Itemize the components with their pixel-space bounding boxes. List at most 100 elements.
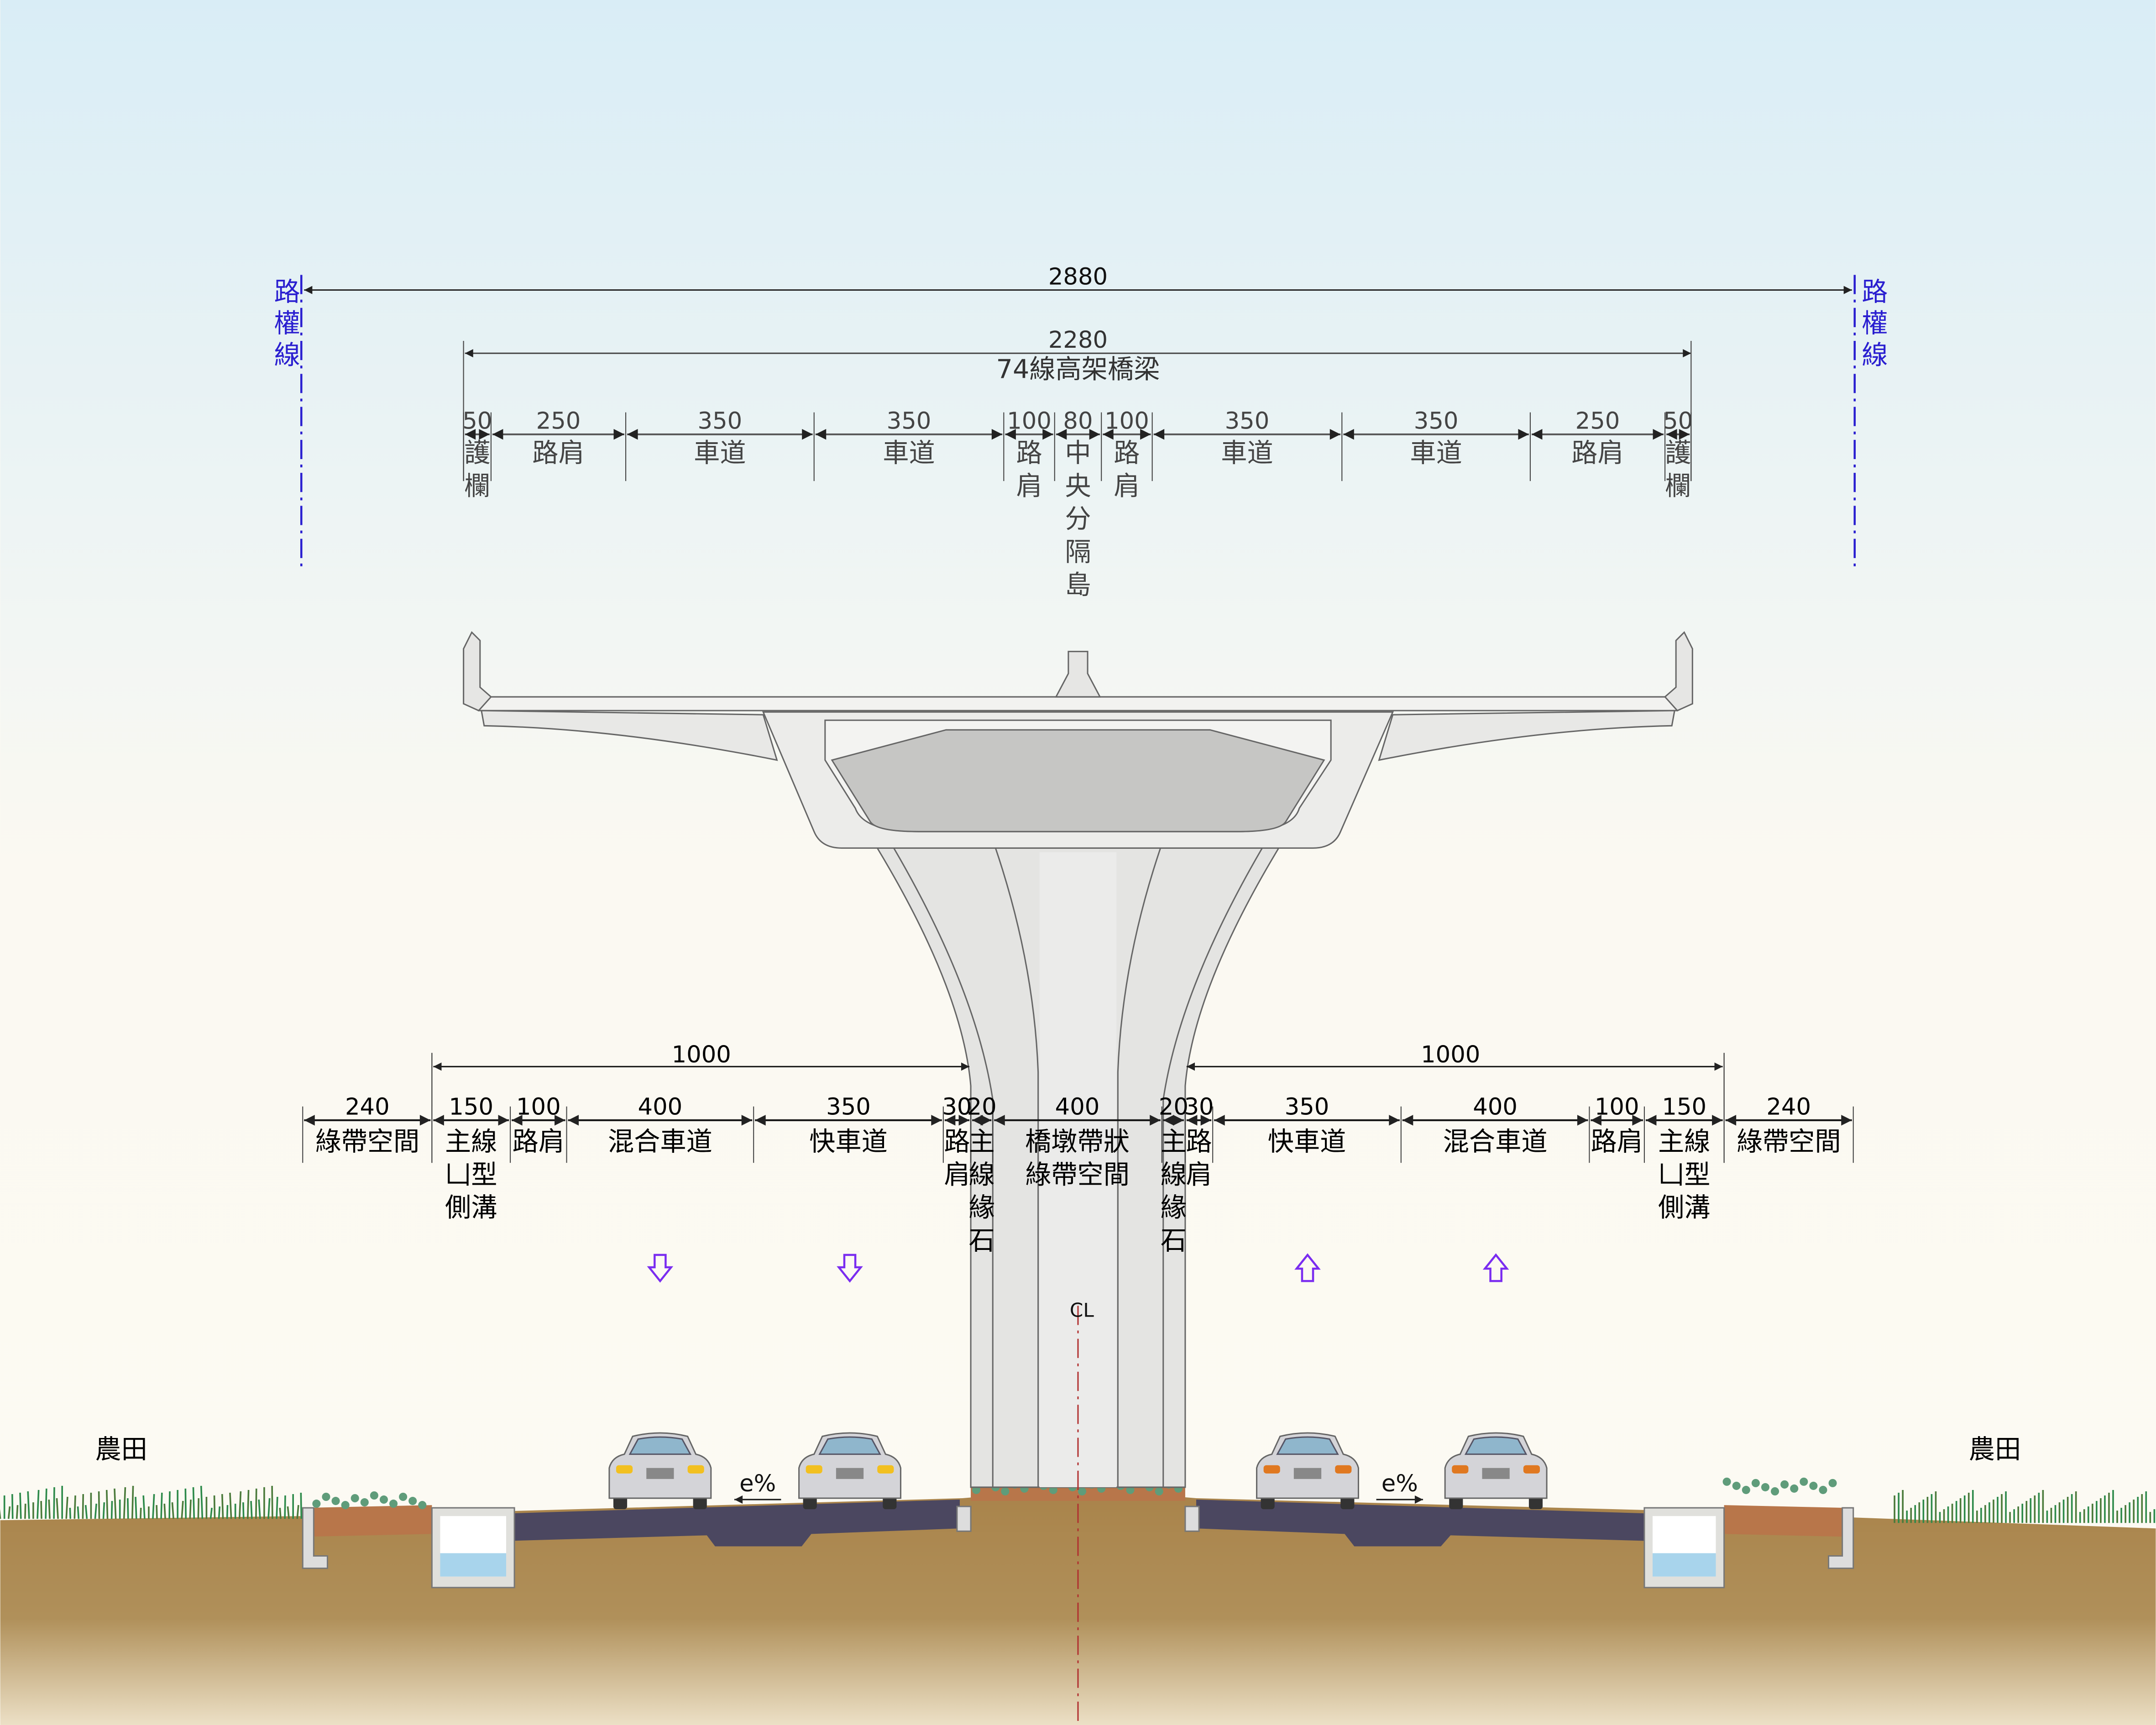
viaduct-structure xyxy=(463,631,1693,1488)
side-ditch-right xyxy=(1643,1507,1725,1589)
dimension-label: 綠帶空間 xyxy=(1025,1160,1130,1190)
dimension-label: 線 xyxy=(1161,1160,1187,1190)
dimension-segment: 100 路肩 xyxy=(1591,1093,1643,1157)
dimension-value: 30 xyxy=(942,1093,972,1121)
dimension-label: 主線 xyxy=(1658,1127,1710,1157)
dimension-label: 路肩 xyxy=(513,1127,565,1157)
row-label-right: 路權線 xyxy=(1858,277,1888,372)
dimension-label: 護 xyxy=(1665,438,1691,468)
farmland-grass xyxy=(0,1477,2156,1523)
dimension-value: 400 xyxy=(1473,1093,1518,1121)
svg-text:e%: e% xyxy=(739,1470,776,1497)
centerline-label: CL xyxy=(1070,1299,1094,1321)
farmland-label-right: 農田 xyxy=(1969,1435,2021,1465)
dimension-label: 肩 xyxy=(1186,1160,1212,1190)
total-width-value: 2880 xyxy=(1048,263,1108,290)
dimension-label: 快車道 xyxy=(1268,1127,1346,1157)
dimension-value: 250 xyxy=(1575,408,1620,435)
cars xyxy=(608,1432,1548,1510)
dimension-label: 綠帶空間 xyxy=(1737,1127,1841,1157)
dimension-value: 20 xyxy=(967,1093,997,1121)
dimension-value: 350 xyxy=(1225,408,1270,435)
right-of-way-right: 路權線 xyxy=(1853,275,1888,570)
dimension-segment: 350 快車道 xyxy=(1214,1093,1400,1157)
side-ditch-left xyxy=(431,1507,515,1589)
down-arrow-icon xyxy=(837,1254,863,1283)
dimension-segment: 350 車道 xyxy=(1153,408,1341,468)
dimension-value: 80 xyxy=(1063,408,1093,435)
ground-dimensions: 240綠帶空間150主線凵型側溝100路肩400混合車道350快車道30路肩20… xyxy=(302,1093,1854,1256)
dimension-label: 主 xyxy=(969,1127,995,1157)
right-half-width-value: 1000 xyxy=(1421,1041,1480,1068)
viaduct-title: 74線高架橋梁 xyxy=(996,354,1160,384)
dimension-value: 350 xyxy=(1285,1093,1329,1121)
pavement-right xyxy=(1196,1500,1644,1547)
car xyxy=(1256,1432,1359,1510)
dimension-value: 100 xyxy=(516,1093,561,1121)
dimension-label: 綠帶空間 xyxy=(315,1127,419,1157)
median-barrier xyxy=(1055,651,1101,698)
dimension-label: 側溝 xyxy=(445,1193,497,1223)
dimension-value: 50 xyxy=(462,408,492,435)
dimension-label: 欄 xyxy=(464,471,490,501)
dimension-label: 肩 xyxy=(944,1160,970,1190)
dimension-label: 凵型 xyxy=(445,1160,497,1190)
dimension-label: 路肩 xyxy=(1571,438,1623,468)
dimension-label: 車道 xyxy=(1410,438,1462,468)
dimension-value: 20 xyxy=(1159,1093,1188,1121)
crossfall-right: e% xyxy=(1376,1470,1423,1504)
dimension-label: 分 xyxy=(1065,504,1091,534)
left-half-width-value: 1000 xyxy=(672,1041,731,1068)
dimension-label: 混合車道 xyxy=(1443,1127,1548,1157)
green-strip-left xyxy=(305,1505,432,1537)
dimension-label: 車道 xyxy=(883,438,935,468)
farmland-label-left: 農田 xyxy=(95,1435,147,1465)
crossfall-left: e% xyxy=(734,1470,781,1504)
car xyxy=(798,1432,901,1510)
dimension-label: 路 xyxy=(944,1127,970,1157)
dimension-label: 中 xyxy=(1065,438,1091,468)
cantilever-right xyxy=(1378,710,1675,761)
barrier-left xyxy=(463,631,492,712)
dimension-segment: 250 路肩 xyxy=(1531,408,1664,468)
dimension-value: 400 xyxy=(638,1093,683,1121)
dimension-value: 240 xyxy=(345,1093,390,1121)
dimension-value: 100 xyxy=(1104,408,1149,435)
cantilever-left xyxy=(481,710,778,761)
dimension-label: 肩 xyxy=(1114,471,1140,501)
dimension-label: 橋墩帶狀 xyxy=(1025,1127,1130,1157)
dimension-label: 凵型 xyxy=(1658,1160,1710,1190)
dimension-label: 線 xyxy=(969,1160,995,1190)
dimension-segment: 240 綠帶空間 xyxy=(304,1093,431,1157)
down-arrow-icon xyxy=(647,1254,674,1283)
dimension-label: 緣 xyxy=(1161,1193,1187,1223)
dimension-value: 50 xyxy=(1663,408,1693,435)
dimension-label: 路肩 xyxy=(1591,1127,1643,1157)
curb-right-median xyxy=(1184,1505,1200,1532)
dimension-label: 車道 xyxy=(1221,438,1273,468)
curb-left-outer xyxy=(302,1507,328,1569)
curb-left-median xyxy=(956,1505,972,1532)
car xyxy=(1444,1432,1548,1510)
pavement-left xyxy=(512,1500,960,1547)
dimension-value: 400 xyxy=(1055,1093,1100,1121)
dimension-label: 隔 xyxy=(1065,537,1091,567)
dimension-value: 150 xyxy=(1662,1093,1706,1121)
green-strip-right xyxy=(1724,1505,1845,1537)
dimension-value: 100 xyxy=(1595,1093,1639,1121)
dimension-label: 石 xyxy=(1161,1226,1187,1256)
dimension-value: 150 xyxy=(449,1093,493,1121)
barrier-right xyxy=(1664,631,1693,712)
traffic-direction-arrows xyxy=(647,1253,1509,1283)
dimension-segment: 100 路肩 xyxy=(512,1093,565,1157)
